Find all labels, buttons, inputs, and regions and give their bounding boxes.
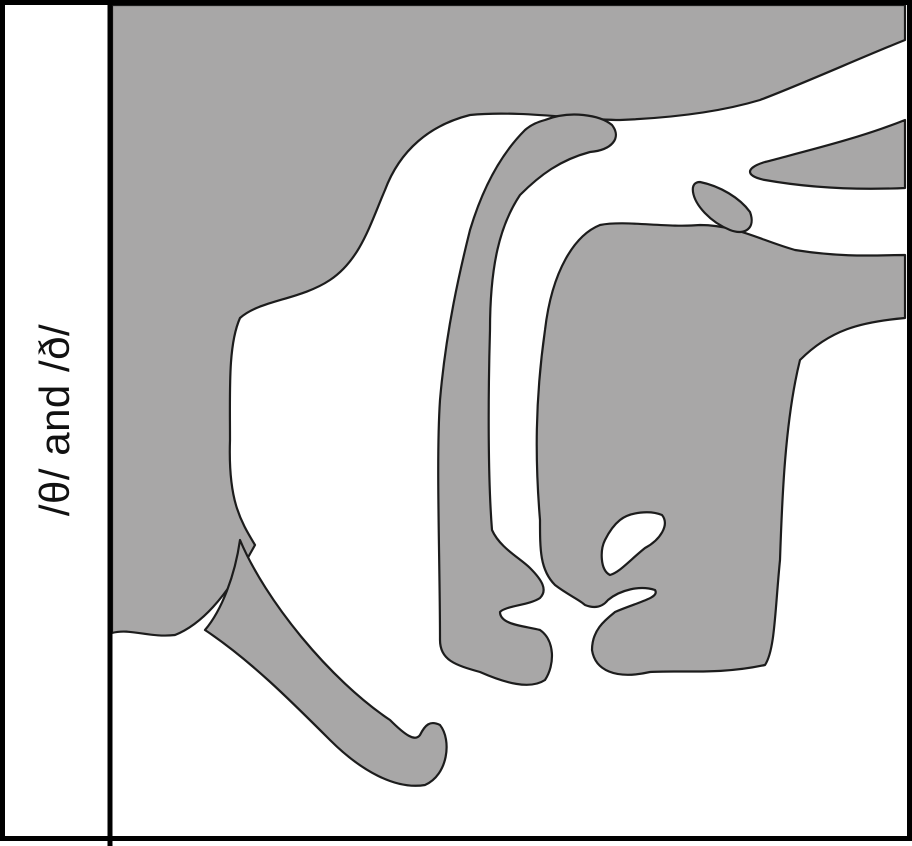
tongue [537,223,905,674]
velum-tip [750,120,905,189]
lower-jaw [205,540,447,786]
